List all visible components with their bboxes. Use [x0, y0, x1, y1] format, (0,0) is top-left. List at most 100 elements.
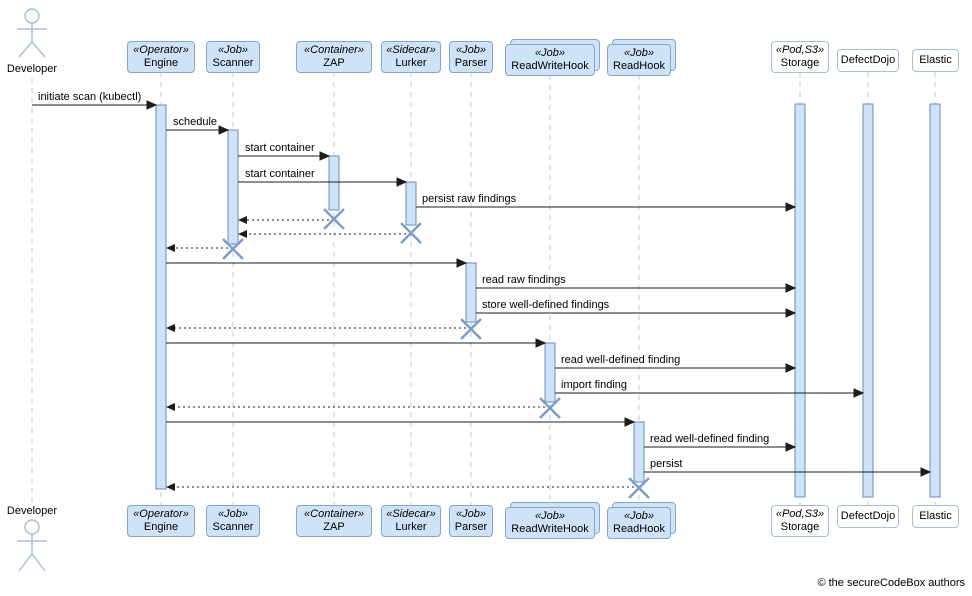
participant-name: Parser	[454, 57, 488, 69]
participant-zap-top: «Container» ZAP	[296, 41, 372, 73]
message-label-start-container-lurker: start container	[245, 168, 315, 180]
activation-readwritehook	[544, 342, 556, 403]
participant-name: ReadWriteHook	[511, 60, 589, 72]
activation-readhook	[633, 421, 645, 483]
participant-name: ReadHook	[613, 60, 665, 72]
participant-engine-bottom: «Operator» Engine	[127, 505, 195, 537]
stereotype: «Sidecar»	[386, 508, 436, 520]
participant-name: Scanner	[212, 57, 254, 69]
stereotype: «Pod,S3»	[775, 44, 825, 56]
participant-name: Elastic	[919, 54, 952, 66]
arrowhead	[785, 363, 797, 373]
message-label-persist-raw-findings: persist raw findings	[422, 193, 517, 205]
arrowhead	[624, 417, 636, 427]
participant-elastic-bottom: Elastic	[912, 505, 959, 528]
message-label-schedule: schedule	[173, 116, 218, 128]
activation-defectdojo	[862, 103, 874, 498]
actor-label-bottom: Developer	[6, 505, 58, 517]
participant-name: DefectDojo	[840, 54, 896, 66]
copyright-text: © the secureCodeBox authors	[817, 577, 965, 589]
arrowhead	[218, 125, 230, 135]
stereotype: «Job»	[456, 44, 486, 56]
participant-name: Scanner	[212, 521, 254, 533]
participant-storage-top: «Pod,S3» Storage	[771, 41, 829, 73]
destroy-icon-parser	[460, 318, 482, 340]
message-label-start-container-zap: start container	[245, 142, 315, 154]
message-label-store-well-defined: store well-defined findings	[482, 299, 610, 311]
participant-name: Lurker	[395, 57, 427, 69]
arrowhead	[785, 442, 797, 452]
message-label-persist: persist	[650, 458, 683, 470]
participant-name: ReadWriteHook	[511, 523, 589, 535]
participant-readwritehook-top: «Job» ReadWriteHook	[505, 44, 595, 76]
stereotype: «Operator»	[133, 44, 189, 56]
arrowhead	[920, 467, 932, 477]
participant-name: Engine	[143, 521, 179, 533]
stereotype: «Job»	[456, 508, 486, 520]
participant-defectdojo-top: DefectDojo	[837, 49, 899, 72]
activation-zap	[328, 155, 340, 211]
activation-engine	[155, 104, 167, 490]
message-label-initiate-scan: initiate scan (kubectl)	[38, 91, 142, 103]
actor-icon-top	[17, 8, 47, 58]
arrowhead	[785, 308, 797, 318]
participant-lurker-bottom: «Sidecar» Lurker	[381, 505, 441, 537]
stereotype: «Job»	[624, 47, 654, 59]
destroy-icon-zap	[323, 208, 345, 230]
participant-scanner-bottom: «Job» Scanner	[206, 505, 260, 537]
participant-name: ReadHook	[613, 523, 665, 535]
message-label-read-well-defined-1: read well-defined finding	[561, 354, 681, 366]
arrowhead	[396, 177, 408, 187]
participant-storage-bottom: «Pod,S3» Storage	[771, 505, 829, 537]
stereotype: «Container»	[304, 508, 364, 520]
stereotype: «Job»	[535, 510, 565, 522]
participant-name: Engine	[143, 57, 179, 69]
stereotype: «Job»	[624, 510, 654, 522]
stereotype: «Job»	[218, 44, 248, 56]
activation-parser	[465, 262, 477, 323]
arrowhead	[853, 388, 865, 398]
participant-parser-top: «Job» Parser	[449, 41, 493, 73]
participant-engine-top: «Operator» Engine	[127, 41, 195, 73]
participant-name: Elastic	[919, 510, 952, 522]
participant-elastic-top: Elastic	[912, 49, 959, 72]
participant-name: ZAP	[323, 521, 345, 533]
stereotype: «Job»	[218, 508, 248, 520]
message-label-read-well-defined-2: read well-defined finding	[650, 433, 770, 445]
actor-icon-bottom	[17, 519, 47, 572]
actor-label-top: Developer	[6, 63, 58, 75]
return-arrows	[172, 219, 639, 488]
message-label-read-raw-findings: read raw findings	[482, 274, 566, 286]
destroy-icon-scanner	[222, 238, 244, 260]
arrowhead	[456, 258, 468, 268]
arrowhead	[785, 283, 797, 293]
stereotype: «Job»	[535, 47, 565, 59]
destroy-marks	[222, 208, 650, 499]
arrowhead	[238, 216, 247, 224]
activation-lurker	[405, 181, 417, 226]
participant-name: DefectDojo	[840, 510, 896, 522]
arrowhead	[166, 483, 175, 491]
participant-readwritehook-bottom: «Job» ReadWriteHook	[505, 507, 595, 539]
arrowhead	[146, 100, 158, 110]
arrowhead	[166, 324, 175, 332]
participant-parser-bottom: «Job» Parser	[449, 505, 493, 537]
arrowhead	[238, 230, 247, 238]
participant-scanner-top: «Job» Scanner	[206, 41, 260, 73]
participant-name: ZAP	[323, 57, 345, 69]
destroy-icon-readhook	[628, 477, 650, 499]
participant-name: Parser	[454, 521, 488, 533]
stereotype: «Sidecar»	[386, 44, 436, 56]
participant-zap-bottom: «Container» ZAP	[296, 505, 372, 537]
participant-readhook-top: «Job» ReadHook	[607, 44, 671, 76]
message-arrows	[32, 100, 932, 477]
arrowhead	[319, 151, 331, 161]
destroy-icon-lurker	[400, 222, 422, 244]
activation-scanner	[227, 129, 239, 245]
stereotype: «Operator»	[133, 508, 189, 520]
arrowhead	[785, 202, 797, 212]
activation-storage	[794, 103, 806, 498]
activation-elastic	[929, 103, 941, 498]
participant-readhook-bottom: «Job» ReadHook	[607, 507, 671, 539]
participant-defectdojo-bottom: DefectDojo	[837, 505, 899, 528]
